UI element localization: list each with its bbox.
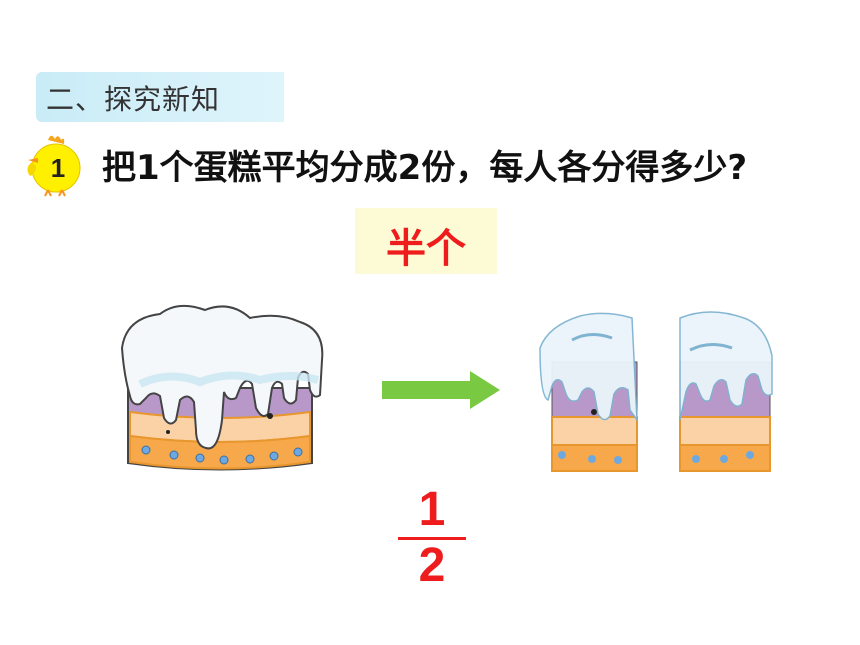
section-header: 二、探究新知 [36,72,284,122]
fraction-denominator: 2 [418,539,446,592]
whole-cake-icon [120,304,324,471]
fraction-one-half: 1 2 [392,482,472,592]
fraction-bar [398,537,466,540]
answer-text: 半个 [386,226,466,272]
fraction-numerator: 1 [418,483,446,536]
right-arrow-icon [382,371,500,409]
answer-box: 半个 [355,208,497,274]
problem-number: 1 [51,153,65,183]
problem-question: 把1个蛋糕平均分成2份，每人各分得多少? [102,148,748,188]
section-title: 二、探究新知 [46,83,221,116]
chick-icon: 1 [27,135,81,197]
half-cake-icon [539,311,773,472]
